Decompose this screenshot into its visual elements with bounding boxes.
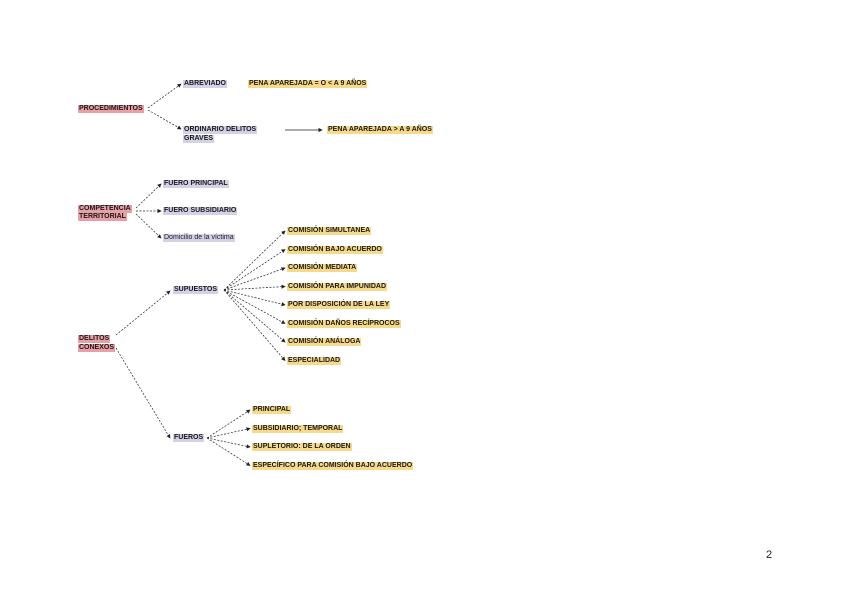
fuero-item: ESPECÍFICO PARA COMISIÓN BAJO ACUERDO <box>252 461 414 470</box>
supuesto-item: COMISIÓN DAÑOS RECÍPROCOS <box>287 319 401 328</box>
supuesto-item: COMISIÓN BAJO ACUERDO <box>287 245 383 254</box>
node-fueros: FUEROS <box>173 434 205 442</box>
fuero-item: PRINCIPAL <box>252 406 292 414</box>
connector-line <box>223 289 286 343</box>
node-pena-ordinario: PENA APAREJADA > A 9 AÑOS <box>327 126 433 134</box>
connector-line <box>223 249 286 291</box>
connector-line <box>135 183 162 209</box>
supuesto-item: COMISIÓN ANÁLOGA <box>287 338 362 346</box>
supuesto-item: ESPECIALIDAD <box>287 356 342 365</box>
fuero-item: SUPLETORIO: DE LA ORDEN <box>252 443 352 451</box>
connector-line <box>115 347 171 439</box>
connector-line <box>147 109 182 130</box>
page-number: 2 <box>766 549 773 561</box>
connector-line <box>223 267 286 291</box>
supuesto-item: COMISIÓN SIMULTANEA <box>287 227 372 235</box>
node-ordinario-line2: GRAVES <box>183 135 215 143</box>
node-supuestos: SUPUESTOS <box>173 286 219 294</box>
connector-line <box>135 213 162 239</box>
connector-line <box>223 284 286 291</box>
node-ordinario-line1: ORDINARIO DELITOS <box>183 126 258 134</box>
connector-line <box>223 230 286 291</box>
fuero-item: SUBSIDIARIO; TEMPORAL <box>252 424 344 433</box>
node-procedimientos: PROCEDIMIENTOS <box>78 105 144 113</box>
node-abreviado: ABREVIADO <box>183 80 228 88</box>
node-fuero-principal: FUERO PRINCIPAL <box>163 180 229 188</box>
connector-line <box>223 289 286 362</box>
connector-line <box>206 409 251 439</box>
connector-line <box>206 437 251 449</box>
node-fuero-subsidiario: FUERO SUBSIDIARIO <box>163 207 238 215</box>
connector-line <box>147 83 182 109</box>
supuesto-item: POR DISPOSICIÓN DE LA LEY <box>287 301 391 309</box>
node-domicilio: Domicilio de la víctima <box>163 234 235 242</box>
node-delitos-line2: CONEXOS <box>78 344 116 352</box>
connector-line <box>206 437 251 466</box>
connector-line <box>223 289 286 324</box>
supuesto-item: COMISIÓN MEDIATA <box>287 264 358 272</box>
connector-line <box>206 427 251 439</box>
node-competencia-line1: COMPETENCIA <box>78 205 132 213</box>
connector-line <box>115 290 171 336</box>
node-pena-abreviado: PENA APAREJADA = O < A 9 AÑOS <box>248 80 368 88</box>
supuesto-item: COMISIÓN PARA IMPUNIDAD <box>287 282 387 291</box>
node-delitos-line1: DELITOS <box>78 335 111 343</box>
node-competencia-line2: TERRITORIAL <box>78 213 127 221</box>
